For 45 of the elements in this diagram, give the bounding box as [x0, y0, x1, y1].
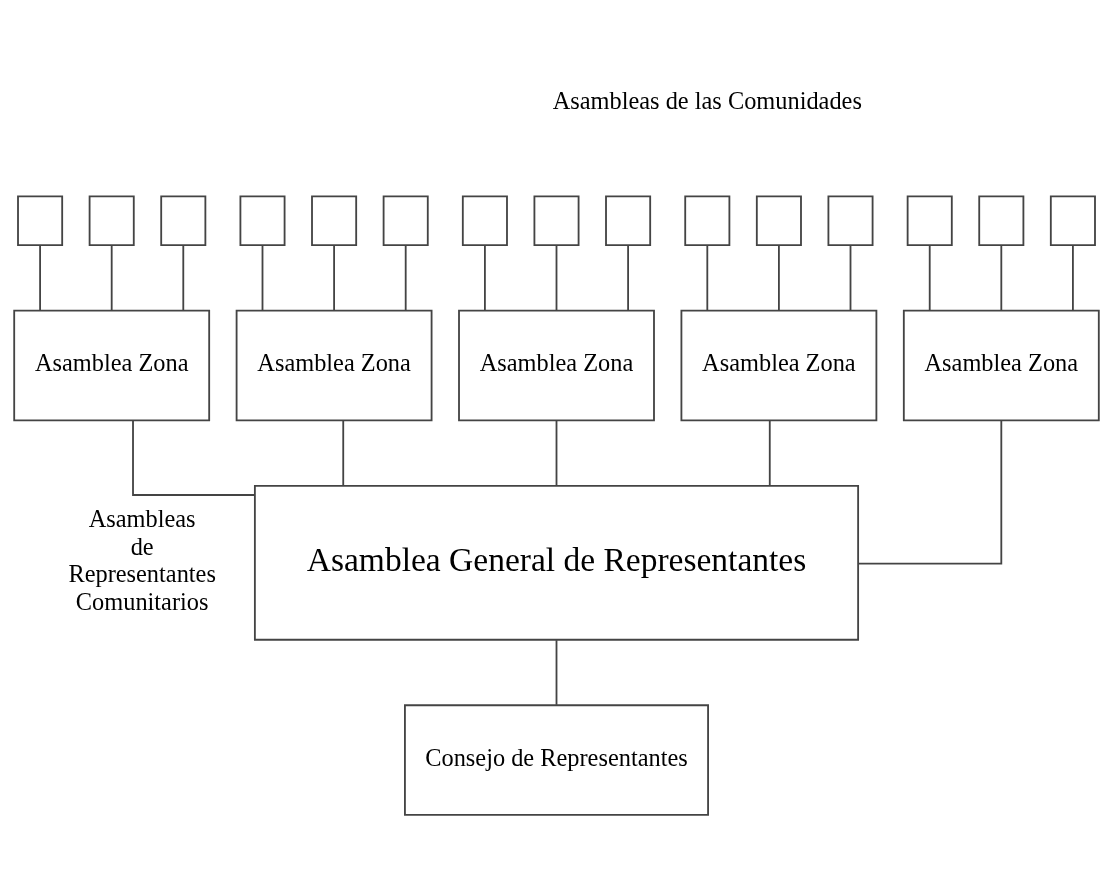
- connector: [849, 243, 852, 311]
- node-box: Asamblea Zona: [680, 309, 878, 421]
- node-box: [684, 195, 731, 246]
- connector: [1072, 243, 1074, 311]
- connector: [261, 243, 264, 311]
- node-box: [533, 195, 580, 246]
- connector: [182, 243, 185, 311]
- node-box: [605, 195, 652, 246]
- connector: [627, 243, 629, 311]
- node-box: [1049, 195, 1096, 246]
- node-box: [461, 195, 508, 246]
- node-box: [160, 195, 207, 246]
- connector: [555, 638, 558, 706]
- connector: [768, 419, 771, 486]
- node-box: Asamblea Zona: [235, 309, 433, 421]
- connector: [342, 419, 345, 486]
- connector: [484, 243, 486, 311]
- label: Asambleas de Representantes Comunitarios: [68, 504, 216, 615]
- node-box: [88, 195, 135, 246]
- connector: [778, 243, 780, 311]
- node-box: [382, 195, 429, 246]
- connector: [110, 243, 113, 311]
- connector: [857, 419, 1003, 564]
- connector: [928, 243, 931, 311]
- connector: [706, 243, 709, 311]
- node-box: [978, 195, 1025, 246]
- connector: [555, 419, 558, 486]
- connector: [1000, 243, 1003, 311]
- node-box: Asamblea Zona: [13, 309, 211, 421]
- node-box: Asamblea Zona: [902, 309, 1100, 421]
- connector: [333, 243, 335, 311]
- node-box: [239, 195, 286, 246]
- node-box: Asamblea Zona: [458, 309, 655, 421]
- node-box: [755, 195, 802, 246]
- node-box: [311, 195, 358, 246]
- node-box: [17, 195, 64, 246]
- node-box: [827, 195, 874, 246]
- connector: [555, 243, 558, 311]
- label: Asambleas de las Comunidades: [552, 86, 862, 114]
- node-box: Asamblea General de Representantes: [253, 484, 860, 641]
- node-box: [906, 195, 953, 246]
- connector: [404, 243, 407, 311]
- node-box: Consejo de Representantes: [404, 703, 709, 816]
- connector: [132, 419, 256, 496]
- connector: [39, 243, 41, 311]
